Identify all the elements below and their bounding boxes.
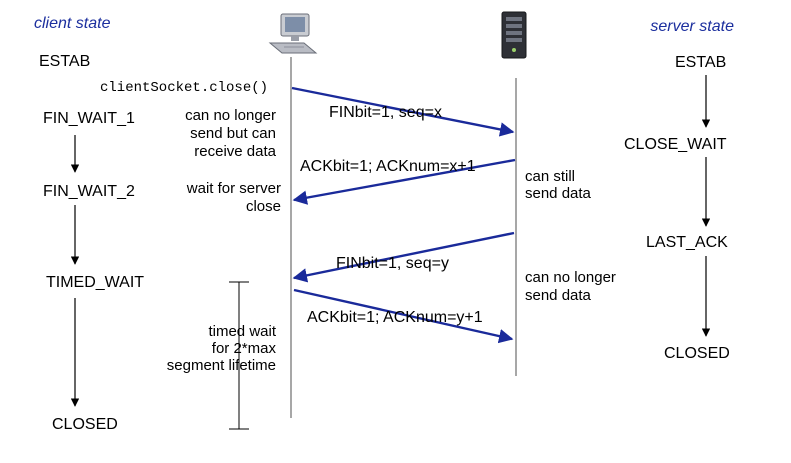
client-state-header: client state <box>34 15 111 32</box>
fin-segment-arrow <box>292 231 515 283</box>
ack-segment-arrow <box>292 158 516 205</box>
server-note-last-ack: can no longer send data <box>525 269 616 304</box>
svg-text:close: close <box>246 198 281 215</box>
fin-segment-label: FINbit=1, seq=y <box>336 255 449 272</box>
client-state-closed: CLOSED <box>52 416 118 433</box>
svg-text:can no longer: can no longer <box>185 107 276 124</box>
svg-text:can still: can still <box>525 168 575 185</box>
server-state-estab: ESTAB <box>675 54 726 71</box>
svg-text:wait for server: wait for server <box>186 180 281 197</box>
server-state-header: server state <box>650 18 734 35</box>
ack-segment-arrow <box>293 288 514 344</box>
svg-text:send but can: send but can <box>190 125 276 142</box>
svg-text:receive data: receive data <box>194 143 276 160</box>
client-note-fin-wait-2: wait for server close <box>186 180 281 215</box>
client-state-fin-wait-1: FIN_WAIT_1 <box>43 110 135 127</box>
timed-wait-bracket <box>229 281 249 430</box>
svg-text:segment lifetime: segment lifetime <box>167 357 276 374</box>
ack-segment-label: ACKbit=1; ACKnum=x+1 <box>300 158 476 175</box>
client-state-timed-wait: TIMED_WAIT <box>46 274 144 291</box>
server-note-close-wait: can still send data <box>525 168 592 202</box>
server-icon <box>501 11 527 59</box>
computer-icon <box>268 13 318 54</box>
client-state-fin-wait-2: FIN_WAIT_2 <box>43 183 135 200</box>
ack-segment-label: ACKbit=1; ACKnum=y+1 <box>307 309 483 326</box>
server-state-close-wait: CLOSE_WAIT <box>624 136 727 153</box>
client-note-fin-wait-1: can no longer send but can receive data <box>185 107 277 160</box>
server-state-closed: CLOSED <box>664 345 730 362</box>
server-state-last-ack: LAST_ACK <box>646 234 728 251</box>
close-call-label: clientSocket.close() <box>100 80 268 96</box>
svg-text:for 2*max: for 2*max <box>212 340 277 357</box>
fin-segment-label: FINbit=1, seq=x <box>329 104 442 121</box>
svg-text:send data: send data <box>525 287 592 304</box>
client-note-timed-wait: timed wait for 2*max segment lifetime <box>167 323 277 374</box>
fin-segment-arrow <box>291 86 515 137</box>
svg-text:can no longer: can no longer <box>525 269 616 286</box>
svg-text:timed wait: timed wait <box>208 323 276 340</box>
client-state-estab: ESTAB <box>39 53 90 70</box>
svg-text:send data: send data <box>525 185 592 202</box>
